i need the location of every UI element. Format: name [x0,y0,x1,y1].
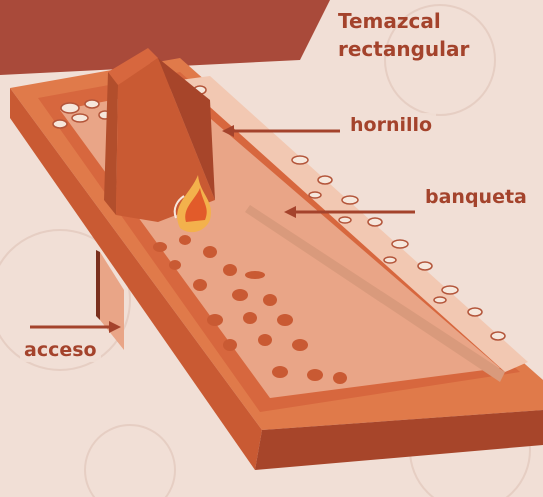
title-line-2: rectangular [338,35,469,63]
diagram-title: Temazcal rectangular [334,6,473,64]
label-hornillo: hornillo [346,113,436,137]
acceso-opening [96,250,100,320]
label-acceso: acceso [20,338,101,362]
title-line-1: Temazcal [338,7,469,35]
label-banqueta: banqueta [421,185,531,209]
